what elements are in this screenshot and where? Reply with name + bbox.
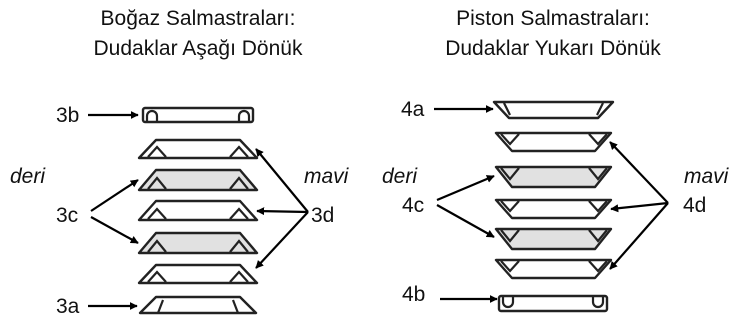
label-4a: 4a bbox=[401, 98, 425, 121]
piston-top-adapter-4a bbox=[492, 100, 615, 120]
rod-vee-ring-5-blue bbox=[137, 263, 259, 285]
rod-top-adapter-3b bbox=[141, 106, 255, 124]
piston-pointer-arrows bbox=[434, 105, 669, 303]
piston-seals-panel: Piston Salmastraları: Dudaklar Yukarı Dö… bbox=[382, 7, 730, 313]
label-3a: 3a bbox=[56, 295, 80, 318]
piston-vee-ring-2-leather bbox=[494, 165, 613, 189]
piston-seals-title-line1: Piston Salmastraları: bbox=[456, 7, 650, 30]
rod-vee-ring-1-blue bbox=[137, 138, 259, 160]
piston-vee-ring-3-blue bbox=[494, 198, 613, 220]
label-3c: 3c bbox=[56, 204, 78, 227]
label-4b: 4b bbox=[402, 283, 425, 306]
rod-vee-ring-2-leather bbox=[137, 168, 259, 192]
rod-vee-ring-3-blue bbox=[137, 199, 259, 222]
rod-pointer-arrows bbox=[88, 111, 309, 310]
rod-seals-title-line2: Dudaklar Aşağı Dönük bbox=[94, 37, 303, 60]
label-3b: 3b bbox=[56, 104, 79, 127]
rod-seals-title-line1: Boğaz Salmastraları: bbox=[101, 7, 296, 30]
label-leather-right: deri bbox=[382, 165, 418, 188]
label-4c: 4c bbox=[402, 194, 424, 217]
label-3d: 3d bbox=[311, 204, 334, 227]
rod-bottom-adapter-3a bbox=[138, 295, 258, 315]
rod-vee-ring-4-leather bbox=[137, 231, 259, 255]
label-leather-left: deri bbox=[10, 165, 46, 188]
piston-vee-ring-5-blue bbox=[494, 258, 613, 280]
piston-bottom-adapter-4b bbox=[497, 294, 609, 313]
piston-vee-ring-1-blue bbox=[494, 131, 613, 153]
piston-seals-title-line2: Dudaklar Yukarı Dönük bbox=[445, 37, 661, 60]
rod-seals-panel: Boğaz Salmastraları: Dudaklar Aşağı Dönü… bbox=[10, 7, 350, 318]
piston-vee-ring-4-leather bbox=[494, 227, 613, 251]
label-blue-right: mavi bbox=[684, 165, 730, 188]
label-4d: 4d bbox=[683, 194, 706, 217]
label-blue-left: mavi bbox=[304, 165, 350, 188]
